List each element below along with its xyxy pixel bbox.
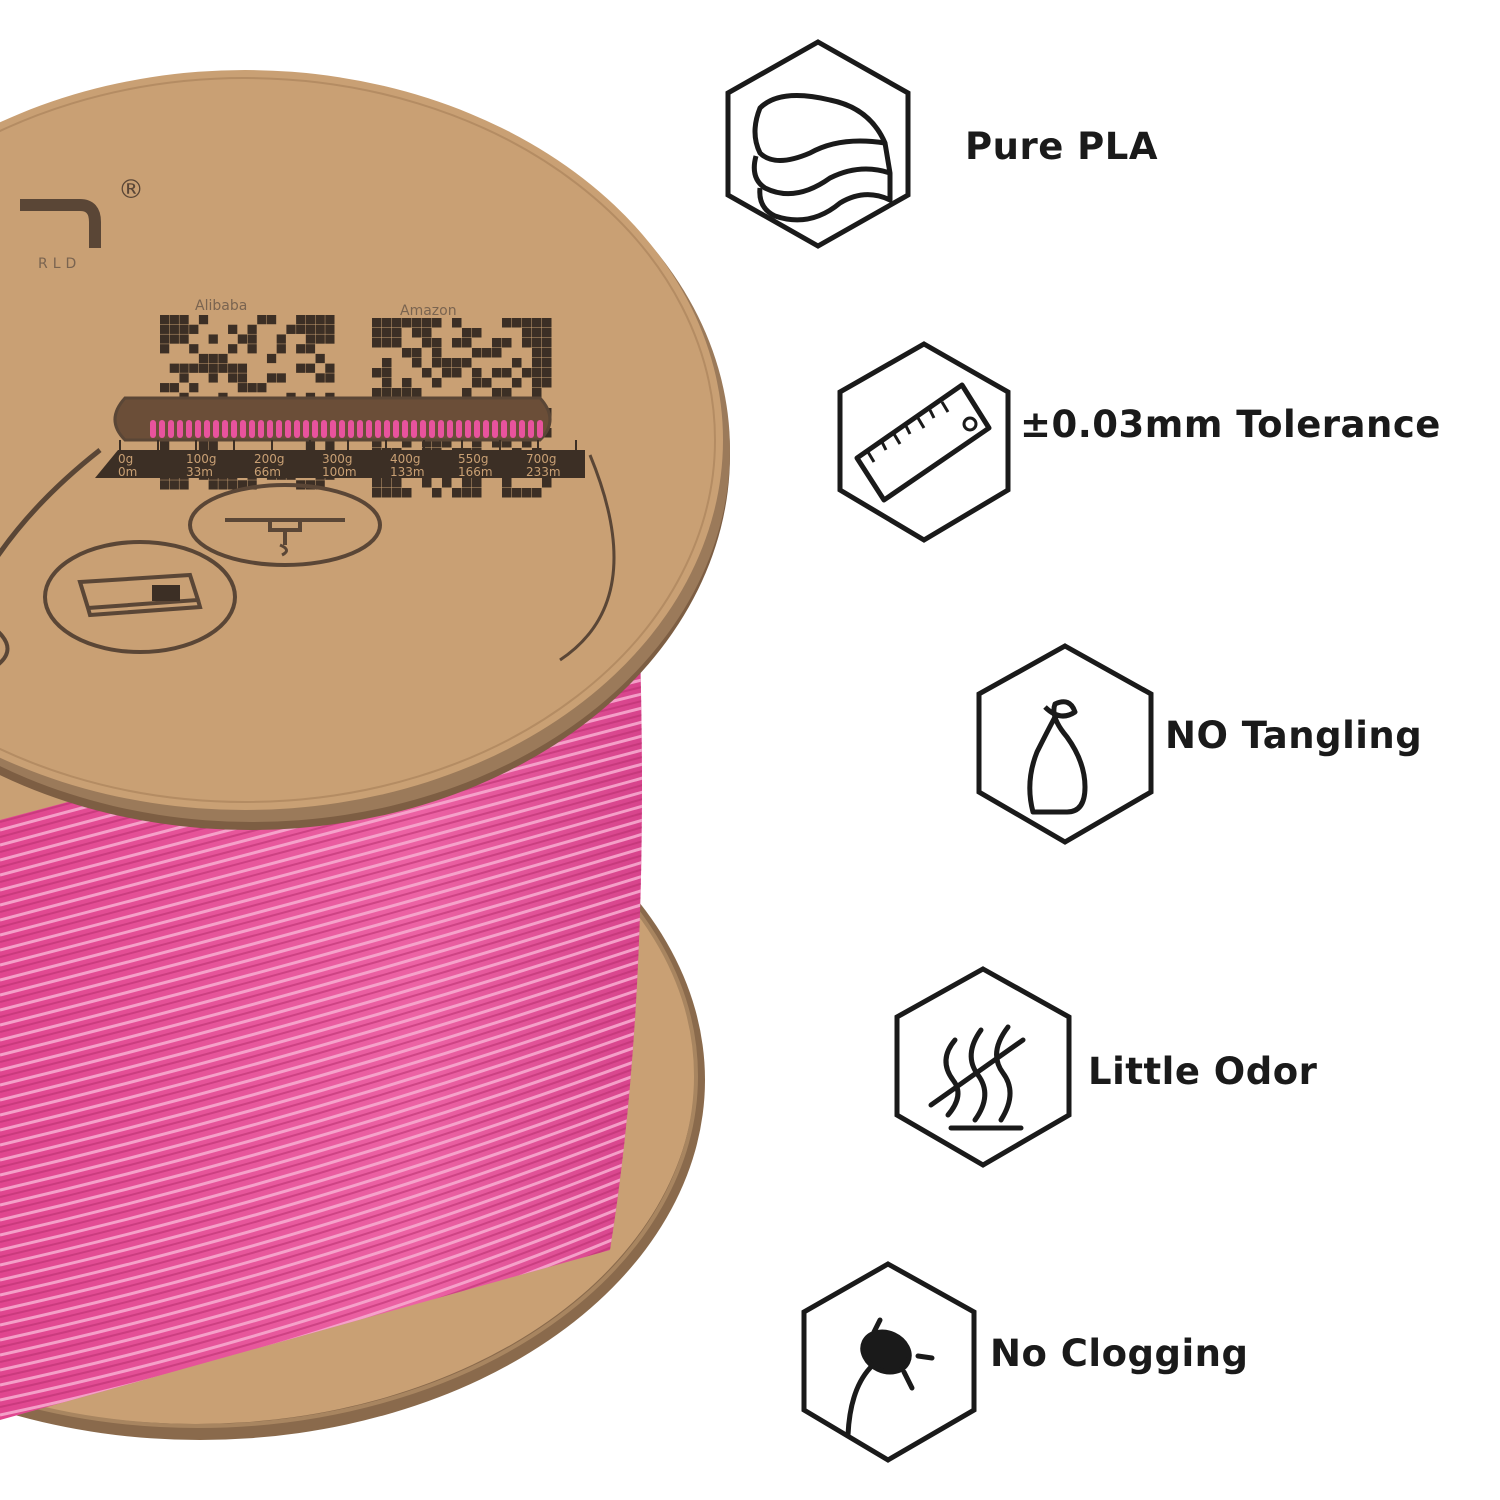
ruler-icon — [837, 341, 1011, 543]
scale-length-label: 233m — [526, 465, 561, 479]
scale-weight-label: 550g — [458, 452, 489, 466]
scale-weight-label: 100g — [186, 452, 217, 466]
scale-length-label: 133m — [390, 465, 425, 479]
scale-length-label: 33m — [186, 465, 213, 479]
feature-label-tolerance: ±0.03mm Tolerance — [1020, 403, 1441, 446]
feature-label-no-tangling: NO Tangling — [1165, 714, 1423, 757]
feature-label-pure-pla: Pure PLA — [965, 125, 1159, 168]
scale-weight-label: 300g — [322, 452, 353, 466]
scale-length-label: 100m — [322, 465, 357, 479]
odor-icon — [894, 966, 1072, 1168]
feature-tolerance: ±0.03mm Tolerance — [832, 340, 1492, 545]
clog-icon — [801, 1261, 977, 1463]
scale-length-label: 0m — [118, 465, 137, 479]
feature-no-clogging: No Clogging — [800, 1260, 1280, 1465]
scale-weight-label: 200g — [254, 452, 285, 466]
scale-weight-label: 400g — [390, 452, 421, 466]
feature-little-odor: Little Odor — [893, 965, 1353, 1170]
layers-icon — [725, 39, 911, 249]
flange-print: ® RLD Alibaba Amazon 0g 100g 200g 300g 400g 5… — [0, 175, 616, 666]
brand-registered-mark: ® — [118, 175, 144, 205]
feature-pure-pla: Pure PLA — [720, 38, 1180, 249]
scale-length-label: 66m — [254, 465, 281, 479]
brand-subtitle: RLD — [38, 256, 81, 272]
scale-length-label: 166m — [458, 465, 493, 479]
qr-label-amazon: Amazon — [400, 303, 457, 319]
knot-icon — [976, 643, 1154, 845]
feature-label-little-odor: Little Odor — [1088, 1050, 1318, 1093]
feature-label-no-clogging: No Clogging — [990, 1332, 1249, 1375]
scale-weight-label: 0g — [118, 452, 133, 466]
scale-weight-label: 700g — [526, 452, 557, 466]
feature-no-tangling: NO Tangling — [975, 642, 1495, 847]
qr-label-alibaba: Alibaba — [195, 298, 247, 314]
